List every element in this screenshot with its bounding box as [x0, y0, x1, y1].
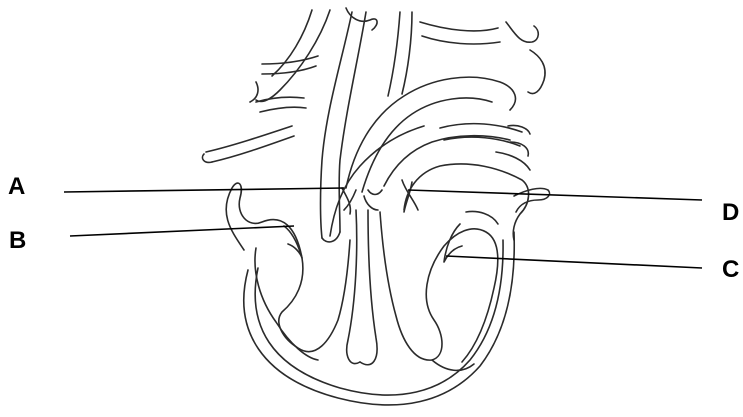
right-curl-vessel — [528, 50, 545, 94]
right-ventricle-outline — [226, 183, 350, 352]
valve-flap-a — [342, 188, 356, 214]
aorta-outer — [346, 77, 515, 188]
leader-line-a — [64, 188, 344, 192]
right-inner-wall — [466, 212, 498, 225]
right-chamber-inner — [255, 248, 318, 360]
heart-outer-wall-inner-line — [255, 240, 503, 395]
left-atrium-outline — [404, 164, 529, 240]
leader-line-b — [70, 226, 294, 236]
vena-cava-left-wall — [321, 12, 353, 238]
leader-line-c — [446, 256, 702, 268]
leader-line-d — [408, 190, 702, 200]
septum-left-edge — [347, 210, 360, 364]
left-branch-2 — [256, 97, 306, 112]
septum-right-edge — [360, 210, 377, 365]
label-a: A — [8, 175, 25, 199]
label-b: B — [9, 229, 26, 253]
left-branch-3 — [250, 82, 258, 102]
label-c: C — [722, 258, 739, 282]
left-branch-1 — [262, 56, 318, 74]
aorta-inner — [362, 98, 492, 192]
lower-left-vessel — [206, 126, 294, 162]
left-ventricle-outline — [380, 212, 498, 362]
pulmonary-trunk-left — [330, 126, 424, 236]
aorta-upper-vessel-2 — [420, 22, 500, 44]
label-d: D — [722, 201, 739, 225]
aorta-upper-vessel-1 — [388, 12, 412, 96]
valve-flap-center — [364, 190, 382, 210]
upper-left-vessel-2 — [272, 10, 312, 76]
upper-left-vessel-1 — [256, 10, 330, 102]
right-small-branches — [496, 125, 530, 170]
pulmonary-trunk-right — [384, 136, 510, 186]
right-pulmonary-vein — [514, 188, 550, 212]
pulmonary-vein-left — [202, 154, 212, 162]
top-squiggle-right — [506, 22, 538, 42]
